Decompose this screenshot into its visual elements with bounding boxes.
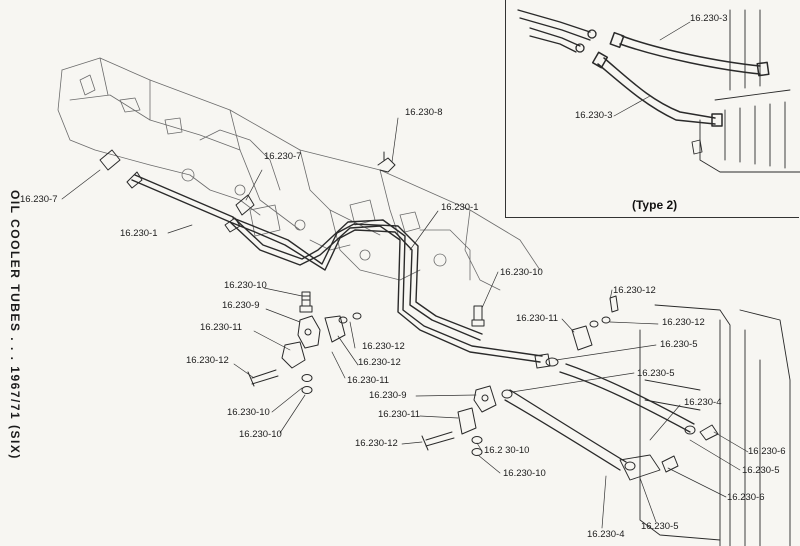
washers-left <box>301 312 362 394</box>
callout-label: 16.230-10 <box>239 429 282 440</box>
inset-leader-lines <box>613 21 691 117</box>
clamp-right <box>571 325 593 351</box>
bolt-center <box>421 431 455 451</box>
callout-label: 16.230-9 <box>222 300 260 311</box>
clamp-left <box>281 315 346 369</box>
stud-center <box>471 305 485 327</box>
callout-label: 16.230-10 <box>500 267 543 278</box>
bracket-center <box>473 385 497 413</box>
oil-cooler-tube-2 <box>229 217 483 341</box>
inset-artwork <box>517 9 800 173</box>
callout-label: 16.230-3 <box>575 110 613 121</box>
callout-label: 16.230-5 <box>637 368 675 379</box>
callout-label: 16.230-12 <box>355 438 398 449</box>
callout-label: 16.230-10 <box>503 468 546 479</box>
callout-label: 16.230-1 <box>441 202 479 213</box>
callout-label: 16.230-12 <box>362 341 405 352</box>
tube-fittings <box>99 149 551 369</box>
rubber-hose-upper <box>559 363 695 433</box>
inset-hose-upper <box>609 31 770 77</box>
callout-label: 16.230-11 <box>378 409 421 420</box>
callout-label: 16.230-12 <box>613 285 656 296</box>
callout-label: 16.230-11 <box>347 375 390 386</box>
callout-label: 16.230-10 <box>224 280 267 291</box>
rubber-hose-lower <box>504 389 627 471</box>
clip-bracket <box>377 151 396 173</box>
callout-label: 16.230-7 <box>264 151 302 162</box>
side-title: OIL COOLER TUBES . . . 1967/71 (SIX) <box>8 190 22 460</box>
callout-label: 16.230-5 <box>660 339 698 350</box>
inset-lines-left <box>517 9 597 53</box>
callout-label: 16.230-5 <box>641 521 679 532</box>
washers-right <box>589 295 619 328</box>
callout-label: 16.230-1 <box>120 228 158 239</box>
callout-label: 16.230-6 <box>748 446 786 457</box>
callout-label: 16.230-12 <box>662 317 705 328</box>
clamp-center <box>457 407 477 435</box>
hose-clamps <box>501 357 719 473</box>
callout-label: 16.230-7 <box>20 194 58 205</box>
callout-label: 16.230-11 <box>516 313 559 324</box>
inset-box-type-2 <box>505 0 799 218</box>
callout-label: 16.230-12 <box>358 357 401 368</box>
callout-label: 16.230-5 <box>742 465 780 476</box>
callout-label: 16.230-4 <box>587 529 625 540</box>
callout-label: 16.230-4 <box>684 397 722 408</box>
bolt-left <box>247 369 279 387</box>
callout-label: 16.2 30-10 <box>484 445 530 456</box>
callout-label: 16.230-12 <box>186 355 229 366</box>
stud-left <box>299 291 313 313</box>
engine-block <box>57 57 541 291</box>
washers-center <box>471 436 483 456</box>
inset-radiator <box>691 9 800 173</box>
inset-caption: (Type 2) <box>632 198 678 212</box>
callout-label: 16.230-8 <box>405 107 443 118</box>
callout-label: 16.230-3 <box>690 13 728 24</box>
leader-lines <box>61 117 749 529</box>
oil-cooler-tube-1 <box>131 174 543 363</box>
callout-label: 16.230-11 <box>200 322 243 333</box>
bracket-left <box>297 315 321 349</box>
inset-hose-lower <box>591 51 723 127</box>
callout-label: 16.230-10 <box>227 407 270 418</box>
callout-label: 16.230-9 <box>369 390 407 401</box>
radiator <box>619 304 791 546</box>
callout-label: 16.230-6 <box>727 492 765 503</box>
